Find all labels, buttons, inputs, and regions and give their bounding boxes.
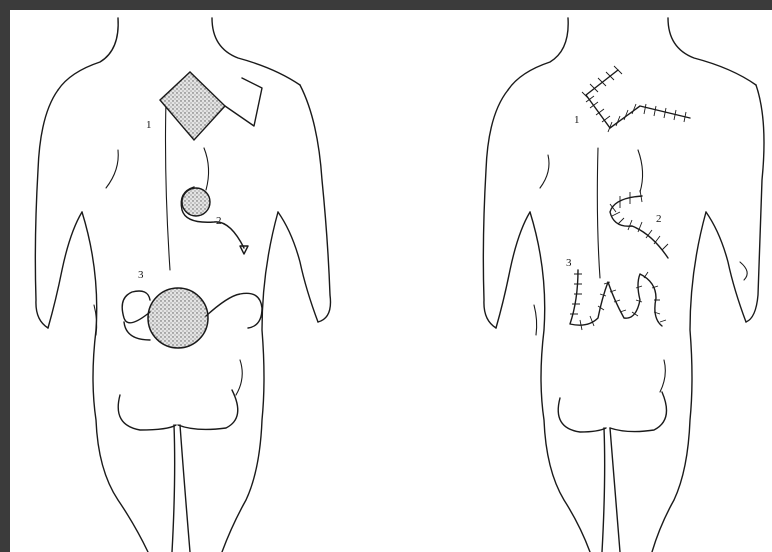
right-label-3: 3 (566, 257, 572, 269)
small-coiled-flap (182, 188, 210, 216)
left-label-1: 1 (146, 119, 152, 131)
large-coiled-flap (148, 288, 208, 348)
canvas-area (10, 10, 772, 552)
right-label-1: 1 (574, 114, 580, 126)
right-label-2: 2 (656, 213, 662, 225)
left-label-3: 3 (138, 269, 144, 281)
left-label-2: 2 (216, 215, 222, 227)
